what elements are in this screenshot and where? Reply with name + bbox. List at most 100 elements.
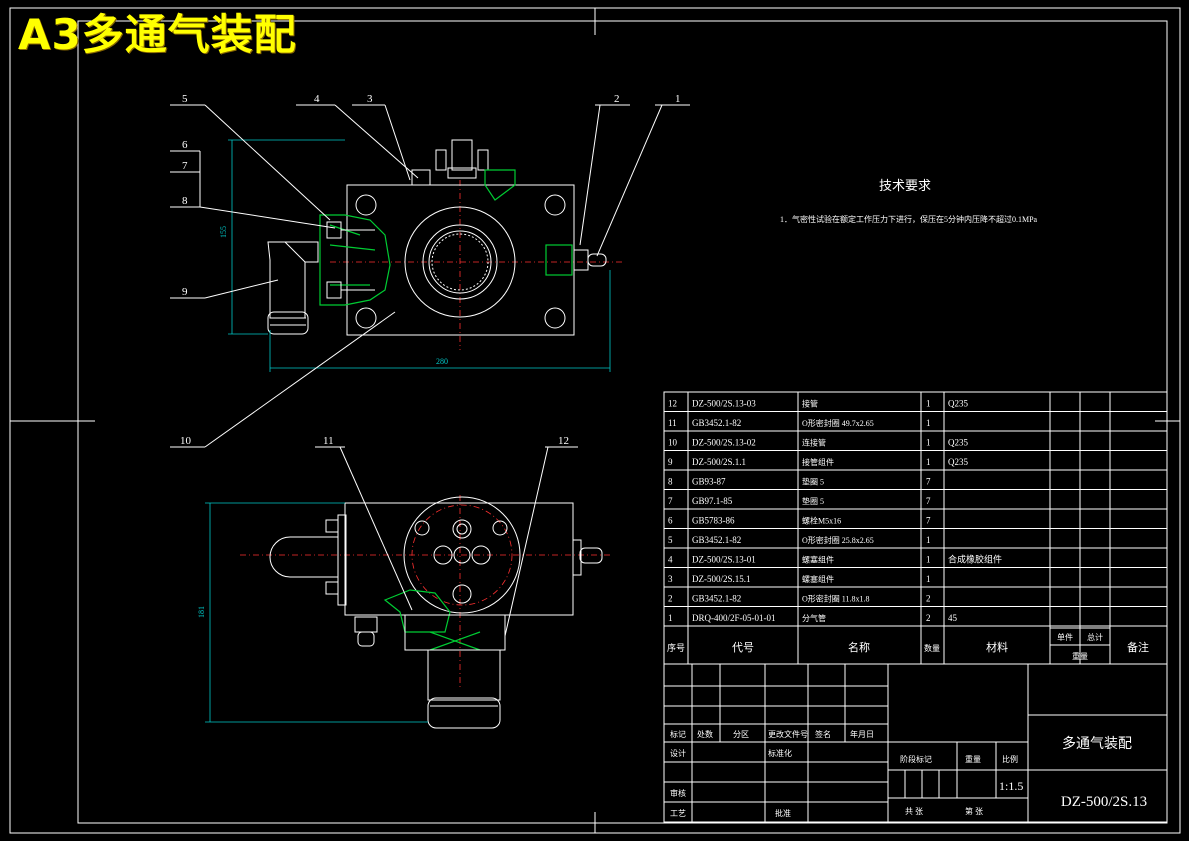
bom-cell-name: 垫圈 5: [802, 477, 824, 487]
bom-cell-material: Q235: [948, 399, 968, 409]
sheet-frame: [9, 7, 1181, 834]
bom-cell-qty: 1: [926, 418, 931, 428]
bom-cell-name: O形密封圈 11.8x1.8: [802, 594, 869, 604]
bom-cell-qty: 1: [926, 399, 931, 409]
dim-width-front: 280: [436, 357, 448, 366]
bom-header-code: 代号: [732, 641, 754, 654]
tech-requirements: 技术要求 1．气密性试验在额定工作压力下进行，保压在5分钟内压降不超过0.1MP…: [780, 178, 1038, 224]
bom-header-qty: 数量: [924, 643, 940, 653]
bom-header-weight: 重量: [1072, 651, 1088, 661]
sheet-title: A3多通气装配: [18, 10, 297, 59]
bom-cell-code: GB3452.1-82: [692, 535, 741, 545]
balloon-8: 8: [182, 195, 188, 207]
top-view: 181: [197, 495, 610, 729]
balloon-11: 11: [323, 435, 334, 447]
bom-cell-no: 7: [668, 496, 673, 506]
tb-scale-value: 1:1.5: [999, 779, 1023, 793]
tb-drawing-name: 多通气装配: [1062, 735, 1132, 752]
bom-header-no: 序号: [667, 642, 685, 653]
bom-cell-code: GB3452.1-82: [692, 594, 741, 604]
bom-cell-name: 螺塞组件: [802, 574, 834, 584]
bom-cell-qty: 7: [926, 516, 931, 526]
tb-label-standardize: 标准化: [768, 748, 792, 758]
balloon-2: 2: [614, 93, 620, 105]
bom-cell-no: 3: [668, 574, 673, 584]
bom-cell-no: 12: [668, 399, 677, 409]
bom-header-material: 材料: [986, 640, 1008, 654]
tb-label-mark: 标记: [670, 729, 686, 739]
tb-label-zone: 分区: [733, 730, 749, 739]
bom-header-remark: 备注: [1127, 640, 1149, 654]
bom-cell-name: 连接管: [802, 438, 826, 448]
tb-label-approve: 批准: [775, 808, 791, 818]
tech-req-line: 1．气密性试验在额定工作压力下进行，保压在5分钟内压降不超过0.1MPa: [780, 214, 1038, 224]
bom-cell-qty: 7: [926, 496, 931, 506]
bom-cell-qty: 1: [926, 457, 931, 467]
bom-cell-no: 6: [668, 516, 673, 526]
balloon-3: 3: [367, 93, 373, 105]
title-block: 标记 处数 分区 更改文件号 签名 年月日 设计 标准化 阶段标记 重量 比例 …: [663, 663, 1168, 823]
bom-cell-material: Q235: [948, 438, 968, 448]
balloon-4: 4: [314, 93, 320, 105]
bom-cell-code: DZ-500/2S.15.1: [692, 574, 751, 584]
bom-cell-no: 1: [668, 613, 673, 623]
bom-cell-no: 11: [668, 418, 677, 428]
tb-label-date: 年月日: [850, 729, 874, 739]
bom-header-name: 名称: [848, 640, 870, 654]
bom-cell-code: GB97.1-85: [692, 496, 733, 506]
dim-height-front: 155: [219, 226, 228, 238]
tb-label-sheet: 第 张: [965, 806, 983, 816]
bom-cell-material: 45: [948, 613, 958, 623]
bom-cell-code: GB5783-86: [692, 516, 735, 526]
balloon-12: 12: [558, 435, 569, 447]
balloon-labels: 1 2 3 4 5 6 7 8 9 10 11 12: [180, 93, 681, 447]
bom-cell-no: 5: [668, 535, 673, 545]
tb-drawing-number: DZ-500/2S.13: [1061, 794, 1147, 810]
tb-label-stage-mark: 阶段标记: [900, 754, 932, 764]
bom-cell-name: 螺塞组件: [802, 555, 834, 565]
balloon-9: 9: [182, 286, 188, 298]
tb-label-scale: 比例: [1002, 754, 1018, 764]
bom-cell-no: 9: [668, 457, 673, 467]
tb-label-signature: 签名: [815, 729, 831, 739]
bom-cell-code: GB3452.1-82: [692, 418, 741, 428]
bom-header-total-weight: 总计: [1087, 632, 1103, 642]
bom-cell-qty: 1: [926, 555, 931, 565]
bom-cell-qty: 1: [926, 438, 931, 448]
bom-cell-code: DZ-500/2S.13-01: [692, 555, 756, 565]
tb-label-review: 审核: [670, 788, 686, 798]
bom-cell-name: 螺栓M5x16: [802, 516, 841, 526]
bom-cell-name: 垫圈 5: [802, 496, 824, 506]
bom-header-unit-weight: 单件: [1057, 632, 1073, 642]
bom-cell-material: Q235: [948, 457, 968, 467]
dim-height-top: 181: [197, 606, 206, 618]
bom-cell-name: 分气管: [802, 613, 826, 623]
bom-cell-code: DZ-500/2S.13-03: [692, 399, 756, 409]
bom-cell-material: 合成橡胶组件: [948, 554, 1002, 565]
bom-cell-qty: 1: [926, 535, 931, 545]
tb-label-process: 工艺: [670, 809, 686, 818]
bom-cell-code: DZ-500/2S.1.1: [692, 457, 746, 467]
bom-cell-qty: 7: [926, 477, 931, 487]
tb-label-change-doc: 更改文件号: [768, 729, 808, 739]
balloon-5: 5: [182, 93, 188, 105]
bom-cell-no: 8: [668, 477, 673, 487]
balloon-10: 10: [180, 435, 192, 447]
leaders: [170, 104, 690, 637]
bom-cell-name: O形密封圈 25.8x2.65: [802, 535, 874, 545]
balloon-6: 6: [182, 139, 188, 151]
tb-label-design: 设计: [670, 748, 686, 758]
bom-cell-qty: 2: [926, 613, 931, 623]
tech-req-title: 技术要求: [879, 178, 931, 193]
bom-cell-no: 2: [668, 594, 673, 604]
bom-cell-code: DZ-500/2S.13-02: [692, 438, 756, 448]
bom-cell-code: GB93-87: [692, 477, 726, 487]
bom-cell-qty: 1: [926, 574, 931, 584]
bom-cell-qty: 2: [926, 594, 931, 604]
balloon-7: 7: [182, 160, 188, 172]
bom-cell-name: O形密封圈 49.7x2.65: [802, 418, 874, 428]
tb-label-weight: 重量: [965, 754, 981, 764]
